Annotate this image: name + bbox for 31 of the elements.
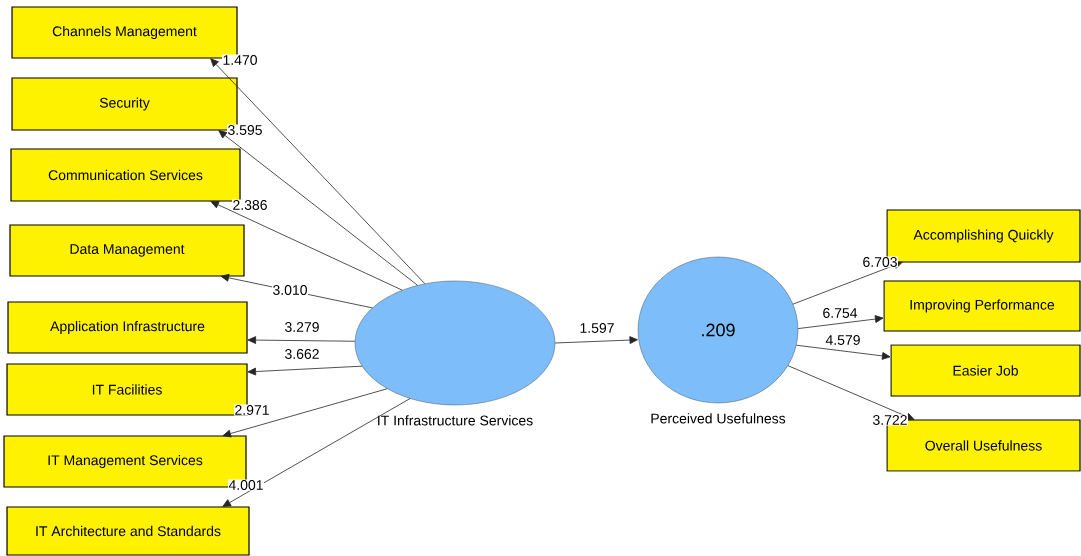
ellipse-caption: Perceived Usefulness bbox=[651, 413, 786, 424]
ellipse-caption: IT Infrastructure Services bbox=[378, 415, 533, 426]
edge-label: 1.597 bbox=[579, 322, 615, 334]
edge-label: 3.010 bbox=[272, 284, 309, 296]
edge-label: 2.971 bbox=[234, 404, 271, 416]
edge-label: 1.470 bbox=[222, 54, 259, 66]
indicator-box: Easier Job bbox=[890, 344, 1081, 397]
edge-label: 4.579 bbox=[825, 334, 861, 346]
arrow bbox=[787, 365, 915, 421]
arrow bbox=[210, 201, 403, 291]
arrow bbox=[247, 365, 363, 376]
arrow bbox=[210, 58, 426, 285]
edge-label: 4.001 bbox=[228, 479, 265, 491]
indicator-box: IT Architecture and Standards bbox=[6, 506, 250, 556]
edge-label: 3.662 bbox=[284, 348, 321, 360]
arrow bbox=[222, 388, 388, 438]
arrow bbox=[218, 130, 418, 286]
arrow bbox=[797, 315, 884, 329]
indicator-box: Data Management bbox=[9, 224, 245, 277]
indicator-box: Application Infrastructure bbox=[7, 301, 248, 354]
arrow bbox=[796, 344, 891, 360]
arrow bbox=[222, 398, 411, 507]
edge-label: 3.595 bbox=[227, 124, 264, 136]
indicator-box: Improving Performance bbox=[883, 280, 1081, 332]
edge-label: 6.754 bbox=[822, 307, 858, 319]
edge-label: 2.386 bbox=[232, 199, 269, 211]
edge-label: 3.279 bbox=[284, 321, 321, 333]
edge-label: 3.722 bbox=[872, 414, 908, 426]
arrow bbox=[554, 336, 638, 344]
arrow bbox=[247, 336, 356, 344]
edge-label: 6.703 bbox=[862, 256, 898, 268]
